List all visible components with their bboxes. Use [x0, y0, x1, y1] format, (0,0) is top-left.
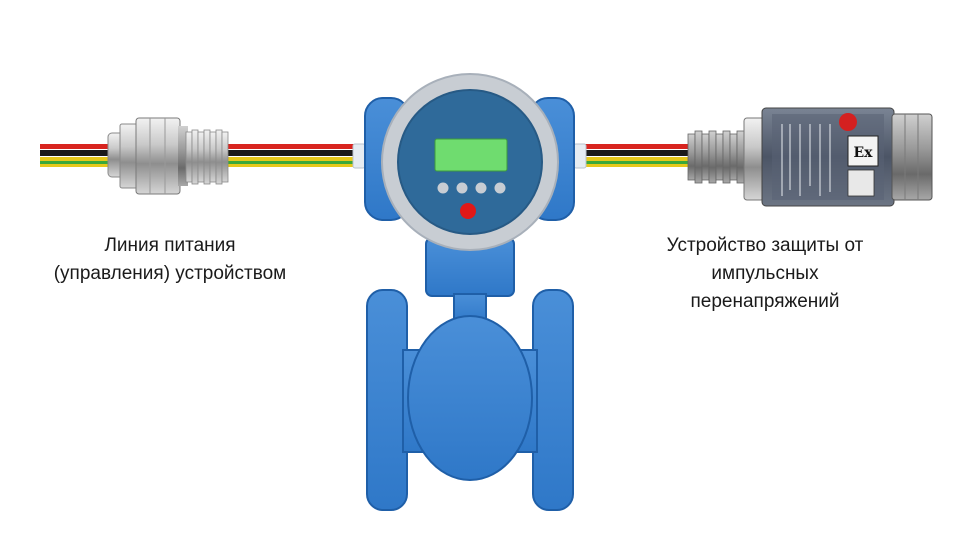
control-button-2: [456, 182, 468, 194]
surge-protector-label-line-1: Устройство защиты от: [666, 235, 864, 256]
qr-code-icon: [847, 169, 875, 197]
ex-mark-text: Ex: [853, 145, 873, 161]
surge-protector-icon: Ex: [687, 107, 933, 207]
right-power-cable: [580, 144, 695, 167]
control-button-1: [437, 182, 449, 194]
surge-protector-label-line-3: перенапряжений: [690, 291, 840, 312]
brand-logo-icon: [839, 113, 857, 131]
power-line-label-line-1: Линия питания: [104, 235, 236, 256]
lcd-display: [434, 138, 508, 172]
surge-protector-label-line-2: импульсных: [711, 263, 819, 284]
ex-mark-icon: [847, 135, 879, 167]
control-button-3: [475, 182, 487, 194]
power-line-label: Линия питания (управления) устройством: [25, 232, 315, 288]
left-cable-entry: [352, 143, 366, 169]
power-line-label-line-2: (управления) устройством: [53, 263, 287, 284]
electromagnetic-flowmeter-icon: [352, 73, 587, 511]
right-cable-entry: [573, 143, 587, 169]
surge-protector-label: Устройство защиты от импульсных перенапр…: [620, 232, 910, 316]
cable-gland-icon: [107, 117, 229, 195]
status-indicator-icon: [460, 203, 476, 219]
control-button-4: [494, 182, 506, 194]
